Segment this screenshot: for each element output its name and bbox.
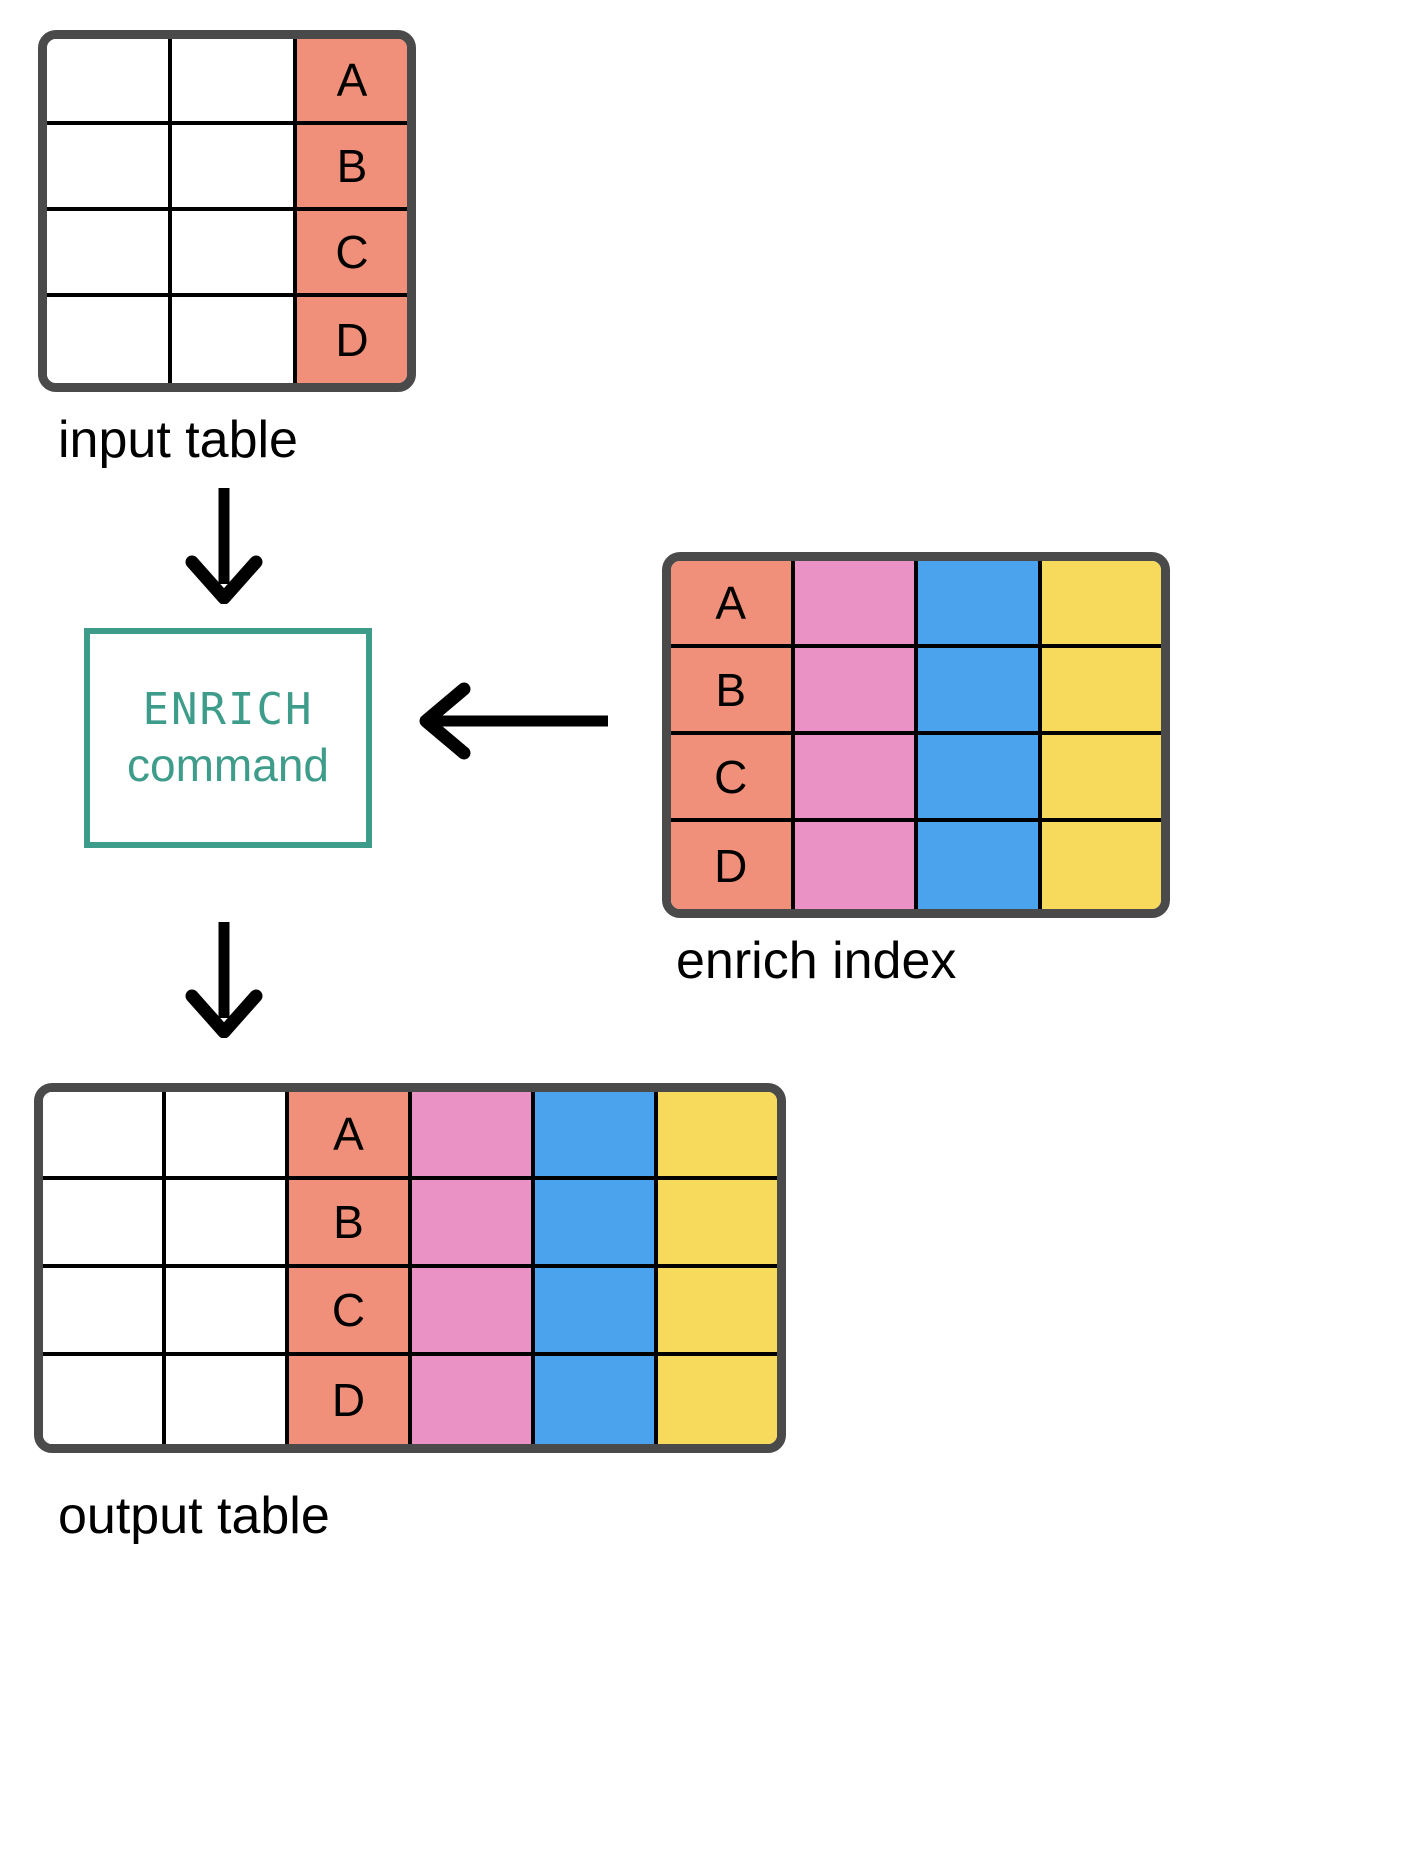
output-cell-r4c4 bbox=[412, 1356, 535, 1444]
input-cell-r2c2 bbox=[172, 125, 297, 211]
input-cell-r2c3: B bbox=[297, 125, 407, 211]
table-row: B bbox=[47, 125, 407, 211]
output-cell-r3c4 bbox=[412, 1268, 535, 1356]
output-cell-r1c4 bbox=[412, 1092, 535, 1180]
output-cell-r3c1 bbox=[43, 1268, 166, 1356]
input-cell-r1c2 bbox=[172, 39, 297, 125]
output-cell-r4c6 bbox=[658, 1356, 777, 1444]
table-row: D bbox=[47, 297, 407, 383]
output-cell-r1c6 bbox=[658, 1092, 777, 1180]
index-cell-r3c4 bbox=[1041, 735, 1161, 822]
output-cell-r3c2 bbox=[166, 1268, 289, 1356]
output-cell-r1c2 bbox=[166, 1092, 289, 1180]
index-cell-r2c4 bbox=[1041, 648, 1161, 735]
input-table-caption: input table bbox=[58, 411, 298, 469]
output-cell-r1c5 bbox=[535, 1092, 658, 1180]
output-cell-r1c1 bbox=[43, 1092, 166, 1180]
output-cell-r3c3: C bbox=[289, 1268, 412, 1356]
input-cell-r4c2 bbox=[172, 297, 297, 383]
table-row: A bbox=[43, 1092, 777, 1180]
table-row: A bbox=[671, 561, 1161, 648]
input-cell-r1c3: A bbox=[297, 39, 407, 125]
input-cell-r3c2 bbox=[172, 211, 297, 297]
table-row: C bbox=[47, 211, 407, 297]
input-cell-r4c3: D bbox=[297, 297, 407, 383]
table-row: C bbox=[43, 1268, 777, 1356]
table-row: D bbox=[671, 822, 1161, 909]
output-cell-r3c6 bbox=[658, 1268, 777, 1356]
table-row: B bbox=[43, 1180, 777, 1268]
output-cell-r2c6 bbox=[658, 1180, 777, 1268]
input-cell-r1c1 bbox=[47, 39, 172, 125]
index-cell-r3c1: C bbox=[671, 735, 795, 822]
index-cell-r4c2 bbox=[794, 822, 918, 909]
input-cell-r4c1 bbox=[47, 297, 172, 383]
table-row: B bbox=[671, 648, 1161, 735]
table-row: D bbox=[43, 1356, 777, 1444]
arrow-down-command-to-output bbox=[178, 922, 270, 1039]
input-cell-r2c1 bbox=[47, 125, 172, 211]
arrow-left-index-to-command bbox=[418, 678, 608, 764]
arrow-down-input-to-command bbox=[178, 488, 270, 605]
index-cell-r4c1: D bbox=[671, 822, 795, 909]
enrich-index-table: A B C D bbox=[662, 552, 1170, 918]
index-cell-r4c3 bbox=[918, 822, 1042, 909]
output-cell-r4c1 bbox=[43, 1356, 166, 1444]
input-cell-r3c1 bbox=[47, 211, 172, 297]
index-cell-r2c1: B bbox=[671, 648, 795, 735]
output-cell-r2c1 bbox=[43, 1180, 166, 1268]
output-cell-r3c5 bbox=[535, 1268, 658, 1356]
enrich-command-box[interactable]: ENRICH command bbox=[84, 628, 372, 848]
output-table-caption: output table bbox=[58, 1487, 330, 1545]
index-cell-r4c4 bbox=[1041, 822, 1161, 909]
output-cell-r4c5 bbox=[535, 1356, 658, 1444]
output-cell-r2c5 bbox=[535, 1180, 658, 1268]
index-cell-r1c1: A bbox=[671, 561, 795, 648]
index-cell-r3c3 bbox=[918, 735, 1042, 822]
enrich-command-line-1: ENRICH bbox=[142, 683, 314, 735]
index-cell-r2c2 bbox=[794, 648, 918, 735]
input-cell-r3c3: C bbox=[297, 211, 407, 297]
enrich-command-line-2: command bbox=[127, 738, 329, 791]
index-cell-r1c3 bbox=[918, 561, 1042, 648]
output-cell-r4c3: D bbox=[289, 1356, 412, 1444]
index-cell-r3c2 bbox=[794, 735, 918, 822]
output-cell-r4c2 bbox=[166, 1356, 289, 1444]
output-cell-r2c2 bbox=[166, 1180, 289, 1268]
input-table: A B C D bbox=[38, 30, 416, 392]
output-table: A B C D bbox=[34, 1083, 786, 1453]
index-cell-r1c2 bbox=[794, 561, 918, 648]
output-cell-r1c3: A bbox=[289, 1092, 412, 1180]
table-row: C bbox=[671, 735, 1161, 822]
output-cell-r2c4 bbox=[412, 1180, 535, 1268]
index-cell-r1c4 bbox=[1041, 561, 1161, 648]
output-cell-r2c3: B bbox=[289, 1180, 412, 1268]
enrich-index-caption: enrich index bbox=[676, 932, 957, 990]
index-cell-r2c3 bbox=[918, 648, 1042, 735]
table-row: A bbox=[47, 39, 407, 125]
